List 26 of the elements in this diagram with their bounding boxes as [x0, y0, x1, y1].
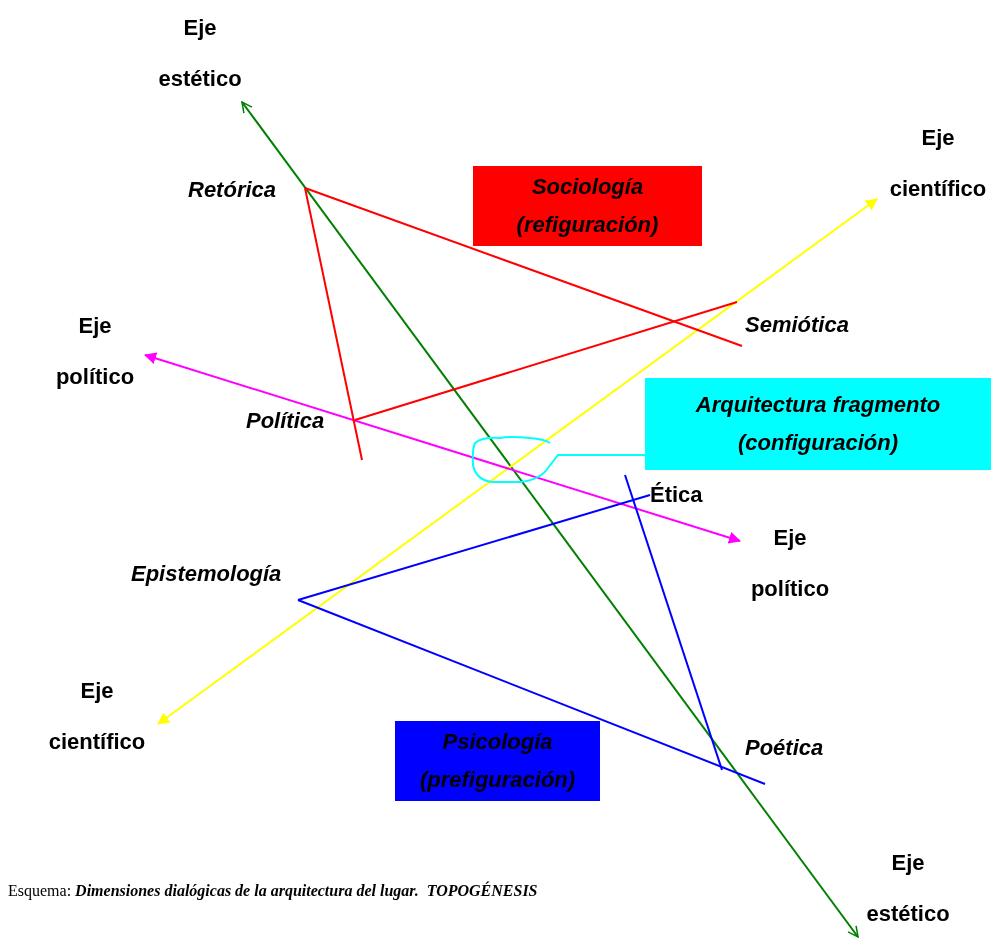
dimension-box: Arquitectura fragmento (configuración): [645, 378, 991, 470]
axis-label: Eje estético: [860, 837, 956, 937]
connector-line: [297, 494, 651, 601]
axis-label: Eje científico: [883, 112, 993, 212]
connector-line: [624, 474, 723, 771]
connector-line: [304, 187, 743, 347]
axis-arrow: [241, 101, 859, 938]
connector-line: [304, 187, 363, 461]
dimension-box: Psicología (prefiguración): [395, 721, 600, 801]
dimension-label: Retórica: [188, 176, 306, 204]
axis-arrow: [144, 352, 741, 544]
caption: Esquema: Dimensiones dialógicas de la arquitectura del lugar. TOPOGÉNESIS: [8, 882, 538, 900]
axis-label: Eje científico: [42, 665, 152, 765]
dimension-label: Poética: [745, 734, 851, 762]
axis-label: Eje político: [49, 300, 141, 400]
connector-line: [354, 301, 738, 421]
axis-label: Eje estético: [152, 2, 248, 102]
dimension-label: Semiótica: [745, 311, 890, 339]
axis-label: Eje político: [744, 512, 836, 612]
leader-line: [471, 436, 646, 483]
dimension-box: Sociología (refiguración): [473, 166, 702, 246]
axis-arrow: [157, 198, 878, 725]
dimension-label: Ética: [650, 481, 722, 509]
dimension-label: Epistemología: [131, 560, 336, 588]
dimension-label: Política: [246, 407, 354, 435]
connector-line: [297, 599, 766, 785]
